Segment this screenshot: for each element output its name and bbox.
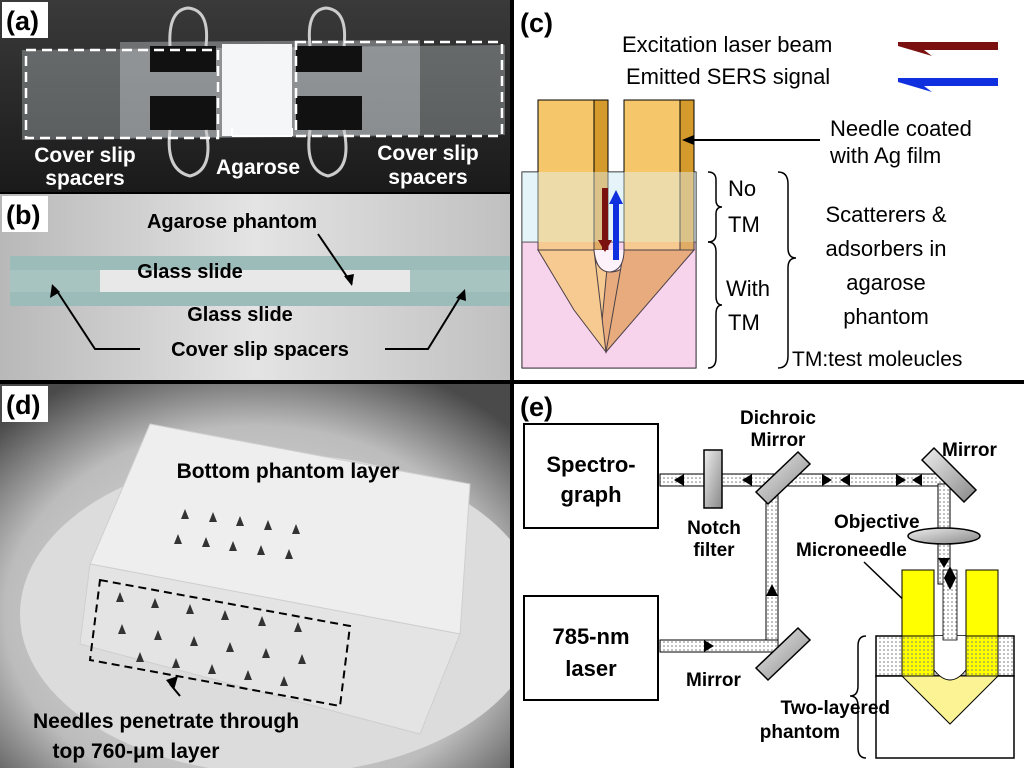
agarose-label: Agarose: [216, 156, 300, 179]
laser-label-2: laser: [565, 656, 617, 681]
with-tm-label-2: TM: [728, 310, 760, 335]
spectrograph-label-2: graph: [560, 482, 621, 507]
agarose-layer: [100, 270, 410, 292]
panel-d-photo: (d) Bottom phantom layer Needles penetra…: [0, 384, 510, 768]
right-spacers-label-2: spacers: [388, 166, 467, 189]
panel-e: (e) Spectro- graph Notch filter Dichroic…: [514, 384, 1024, 768]
laser-label-1: 785-nm: [552, 624, 629, 649]
panel-b-photo: (b) Agarose phantom Glass slide Glass sl…: [0, 194, 510, 380]
needle: [536, 99, 696, 354]
scatter-label-4: phantom: [843, 304, 929, 329]
scatter-label-2: adsorbers in: [825, 236, 946, 261]
beam-laser: [659, 639, 779, 653]
glass-slide-bottom-label: Glass slide: [187, 304, 293, 326]
no-tm-label-2: TM: [728, 212, 760, 237]
cover-slip-spacers-label: Cover slip spacers: [171, 339, 349, 361]
glass-slide-top-label: Glass slide: [137, 261, 243, 283]
mirror-top: [920, 446, 978, 504]
glass-slide-bottom: [10, 292, 510, 306]
needles-caption-1: Needles penetrate through: [33, 710, 299, 733]
objective-label: Objective: [834, 512, 920, 533]
scatterers-brace: [777, 171, 797, 369]
spacer-arrow-left: [54, 287, 140, 350]
emitted-label: Emitted SERS signal: [626, 64, 830, 89]
needles-caption-2: top 760-μm layer: [53, 740, 220, 763]
needle-label-1: Needle coated: [830, 116, 972, 141]
microneedle-label: Microneedle: [796, 540, 907, 561]
no-tm-brace: [707, 171, 723, 243]
spacer-arrow-right: [385, 293, 463, 350]
dichroic-label-1: Dichroic: [740, 408, 816, 429]
panel-d-label: (d): [6, 390, 40, 420]
excitation-arrow: [898, 42, 998, 56]
mirror-top-label: Mirror: [942, 440, 998, 461]
agarose-phantom-label: Agarose phantom: [147, 211, 317, 233]
mirror-bottom: [754, 626, 812, 682]
right-spacer-box: [294, 40, 504, 138]
emitted-arrow: [898, 78, 998, 92]
with-tm-label-1: With: [726, 276, 770, 301]
agarose-block: [222, 44, 292, 136]
dichroic-mirror: [754, 450, 812, 506]
scatter-label-1: Scatterers &: [825, 202, 946, 227]
needle-label-2: with Ag film: [829, 143, 941, 168]
no-tm-label-1: No: [728, 176, 756, 201]
notch-filter: [703, 449, 723, 509]
phantom-label-1: Two-layered: [781, 698, 890, 719]
needle-array: [116, 509, 306, 686]
panel-b: (b) Agarose phantom Glass slide Glass sl…: [0, 194, 510, 380]
laser-box: [523, 595, 659, 701]
panel-a-photo: (a) Cover slip spacers Agarose Cover sli…: [0, 0, 510, 192]
panel-a-label: (a): [6, 6, 39, 36]
scatter-label-3: agarose: [846, 270, 926, 295]
beam-arrows: [674, 474, 950, 652]
phantom-label-2: phantom: [760, 722, 840, 743]
panel-a: (a) Cover slip spacers Agarose Cover sli…: [0, 0, 510, 192]
objective-lens: [907, 527, 981, 545]
spectrograph-label-1: Spectro-: [546, 452, 635, 477]
excitation-beam: [602, 188, 608, 250]
left-spacer-box: [24, 48, 220, 140]
notch-label-1: Notch: [687, 518, 741, 539]
beam-vertical: [765, 483, 779, 645]
binder-clip-right: [296, 6, 362, 178]
panel-e-diagram: (e) Spectro- graph Notch filter Dichroic…: [516, 386, 1015, 759]
panel-e-label: (e): [520, 392, 553, 422]
panel-d: (d) Bottom phantom layer Needles penetra…: [0, 384, 510, 768]
panel-b-label: (b): [6, 200, 40, 230]
needle-region-box: [88, 578, 352, 708]
glass-slide-top: [10, 256, 510, 270]
panel-c-label: (c): [520, 8, 553, 38]
excitation-label: Excitation laser beam: [622, 32, 832, 57]
phantom-brace: [849, 635, 867, 759]
with-tm-brace: [707, 241, 723, 369]
notch-label-2: filter: [693, 540, 735, 561]
bottom-layer-label: Bottom phantom layer: [177, 460, 400, 483]
mirror-bottom-label: Mirror: [686, 670, 742, 691]
left-spacers-label-1: Cover slip: [34, 144, 136, 167]
left-spacers-label-2: spacers: [45, 167, 124, 190]
right-spacers-label-1: Cover slip: [377, 142, 479, 165]
dichroic-label-2: Mirror: [751, 430, 807, 451]
panel-c: (c) Excitation laser beam Emitted SERS s…: [514, 0, 1024, 380]
microneedle-shape: [900, 566, 1000, 725]
emitted-beam: [613, 200, 619, 260]
tm-definition: TM:test moleucles: [792, 348, 962, 371]
spectrograph-box: [523, 423, 659, 529]
panel-c-diagram: (c) Excitation laser beam Emitted SERS s…: [516, 2, 998, 371]
